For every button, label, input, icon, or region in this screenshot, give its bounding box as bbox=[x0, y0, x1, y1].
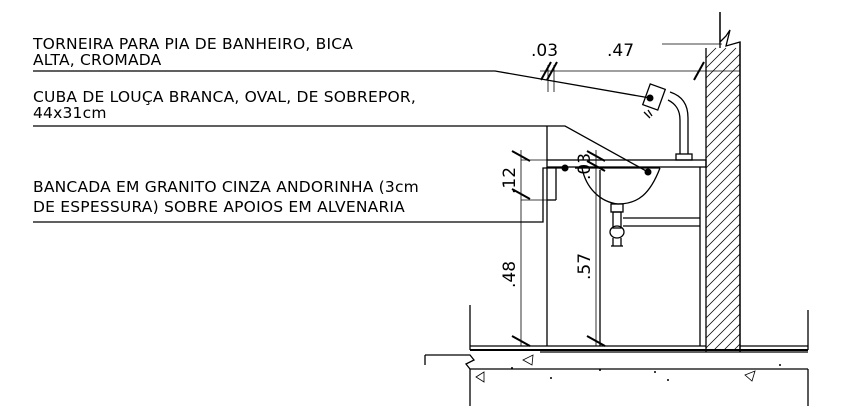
faucet-body-inner bbox=[669, 91, 689, 154]
drain-trap bbox=[609, 203, 700, 247]
faucet-note-line-1: TORNEIRA PARA PIA DE BANHEIRO, BICA bbox=[32, 35, 353, 53]
faucet-leader-line bbox=[33, 70, 651, 99]
wall-hatch-line bbox=[705, 203, 741, 239]
faucet-spout bbox=[641, 83, 667, 111]
wall-hatch-line bbox=[705, 213, 741, 249]
wall-hatch-line bbox=[705, 193, 741, 229]
basin-leader-dot bbox=[644, 168, 652, 176]
faucet-note: TORNEIRA PARA PIA DE BANHEIRO, BICA ALTA… bbox=[32, 35, 654, 102]
basin-leader-line bbox=[33, 125, 649, 173]
floor bbox=[424, 305, 809, 406]
basin-note-line-1: CUBA DE LOUÇA BRANCA, OVAL, DE SOBREPOR, bbox=[33, 88, 416, 106]
wall-hatch-line bbox=[723, 333, 741, 351]
wall-hatch-line bbox=[705, 253, 741, 289]
wall-hatch-line bbox=[705, 173, 741, 209]
wall-hatch-line bbox=[705, 133, 741, 169]
wall-hatch-line bbox=[705, 293, 741, 329]
basin-note: CUBA DE LOUÇA BRANCA, OVAL, DE SOBREPOR,… bbox=[33, 88, 652, 176]
wall-hatch-line bbox=[705, 93, 741, 129]
wall-hatch-line bbox=[705, 47, 727, 69]
wall-hatch-line bbox=[705, 53, 741, 89]
faucet-body-outer bbox=[667, 99, 681, 154]
countertop-note-line-2: DE ESPESSURA) SOBRE APOIOS EM ALVENARIA bbox=[33, 198, 405, 216]
faucet bbox=[641, 83, 689, 154]
wall-hatch-line bbox=[705, 83, 741, 119]
dim-basin-rim-height: .57 bbox=[575, 253, 595, 280]
dim-countertop-thickness: .03 bbox=[575, 153, 595, 180]
wall-hatch-line bbox=[705, 283, 741, 319]
wall-hatch-line bbox=[705, 73, 741, 109]
wall-hatch bbox=[705, 47, 741, 351]
dim-support-height: .48 bbox=[500, 261, 520, 288]
countertop-leader-line bbox=[33, 167, 565, 223]
wall-hatch-line bbox=[705, 233, 741, 269]
wall-hatch-line bbox=[705, 113, 741, 149]
faucet-leader-dot bbox=[646, 94, 654, 102]
wall-hatch-line bbox=[705, 273, 741, 309]
wall-hatch-line bbox=[713, 323, 741, 351]
dim-skirt-height: .12 bbox=[500, 167, 520, 194]
wall-hatch-line bbox=[705, 303, 741, 339]
wall-hatch-line bbox=[705, 153, 741, 189]
wall-hatch-line bbox=[705, 263, 741, 299]
wall-hatch-line bbox=[705, 183, 741, 219]
wall-hatch-line bbox=[705, 123, 741, 159]
vertical-dimensions: .12 .48 .57 .03 bbox=[500, 150, 606, 347]
countertop bbox=[546, 126, 707, 346]
faucet-base bbox=[675, 153, 693, 161]
wall-hatch-line bbox=[705, 143, 741, 179]
faucet-note-line-2: ALTA, CROMADA bbox=[33, 51, 162, 69]
countertop-leader-dot bbox=[561, 164, 569, 172]
dim-faucet-offset: .03 bbox=[531, 41, 558, 61]
slab-break-line bbox=[425, 354, 808, 370]
wall-hatch-line bbox=[705, 47, 737, 79]
wall-hatch-line bbox=[705, 243, 741, 279]
wall-hatch-line bbox=[705, 163, 741, 199]
wall bbox=[705, 12, 741, 352]
wall-hatch-line bbox=[705, 103, 741, 139]
wall-hatch-line bbox=[705, 313, 741, 349]
dim-faucet-to-wall: .47 bbox=[607, 41, 634, 61]
basin-note-line-2: 44x31cm bbox=[33, 104, 107, 122]
concrete-marks bbox=[475, 354, 781, 383]
top-dimension: .03 .47 bbox=[531, 41, 740, 92]
wall-hatch-line bbox=[705, 47, 717, 59]
wall-hatch-line bbox=[705, 223, 741, 259]
countertop-note: BANCADA EM GRANITO CINZA ANDORINHA (3cm … bbox=[33, 164, 569, 223]
countertop-note-line-1: BANCADA EM GRANITO CINZA ANDORINHA (3cm bbox=[33, 178, 419, 196]
countertop-slab bbox=[546, 159, 707, 168]
wall-hatch-line bbox=[705, 63, 741, 99]
